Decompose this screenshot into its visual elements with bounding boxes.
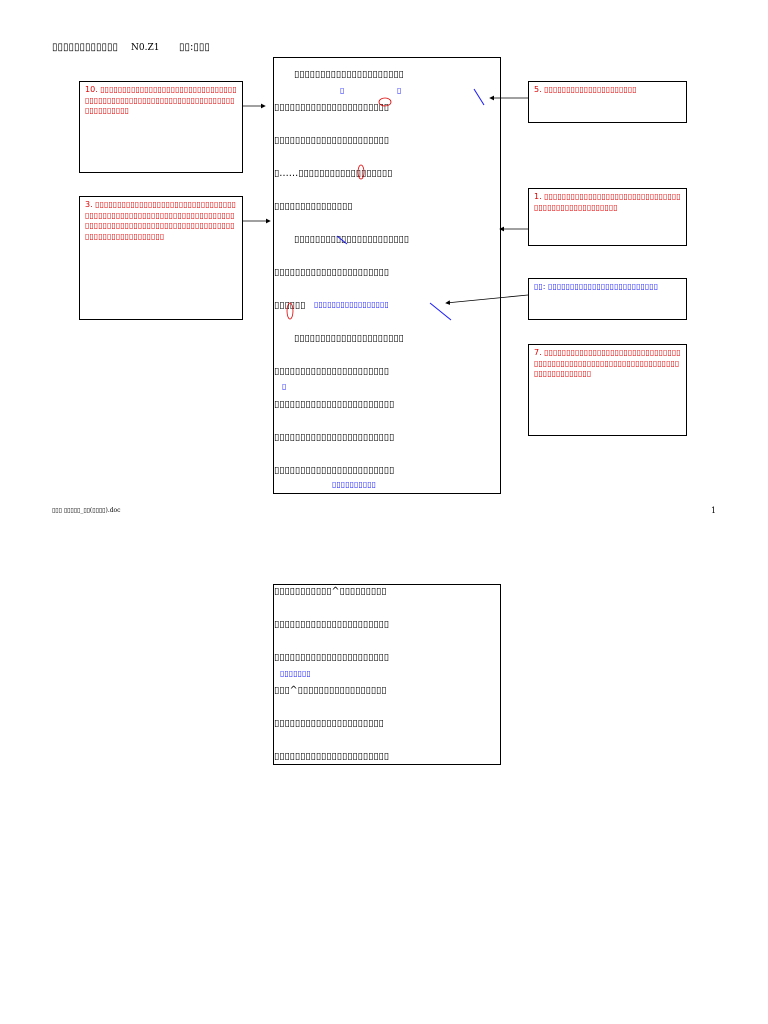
circle-mark-2	[357, 164, 365, 180]
page2-line-4: ▯▯▯^▯▯▯▯▯▯▯▯▯▯▯▯▯▯▯▯▯	[274, 685, 387, 696]
comment-box-1[interactable]: 1. ▯▯▯▯▯▯▯▯▯▯▯▯▯▯▯▯▯▯▯▯▯▯▯▯▯▯▯▯▯▯▯▯▯▯▯▯▯…	[528, 188, 687, 246]
insert-mark-a: ▯	[340, 86, 345, 95]
text-line-13: ▯▯▯▯▯▯▯▯▯▯▯▯▯▯▯▯▯▯▯▯▯▯▯	[274, 465, 395, 476]
arrow-comment-blue	[445, 294, 529, 306]
page2-line-3: ▯▯▯▯▯▯▯▯▯▯▯▯▯▯▯▯▯▯▯▯▯▯	[274, 652, 390, 663]
circle-mark-3	[286, 302, 294, 320]
text-line-12: ▯▯▯▯▯▯▯▯▯▯▯▯▯▯▯▯▯▯▯▯▯▯▯	[274, 432, 395, 443]
text-line-6: ▯▯▯▯▯▯▯▯▯▯▯▯▯▯▯▯▯▯▯▯▯▯	[294, 234, 410, 245]
text-line-10: ▯▯▯▯▯▯▯▯▯▯▯▯▯▯▯▯▯▯▯▯▯▯	[274, 366, 390, 377]
comment-box-10[interactable]: 10. ▯▯▯▯▯▯▯▯▯▯▯▯▯▯▯▯▯▯▯▯▯▯▯▯▯▯▯▯▯▯▯▯▯▯▯▯…	[79, 81, 243, 173]
text-line-1: ▯▯▯▯▯▯▯▯▯▯▯▯▯▯▯▯▯▯▯▯▯	[294, 69, 404, 80]
text-line-9: ▯▯▯▯▯▯▯▯▯▯▯▯▯▯▯▯▯▯▯▯▯	[294, 333, 404, 344]
text-line-7: ▯▯▯▯▯▯▯▯▯▯▯▯▯▯▯▯▯▯▯▯▯▯	[274, 267, 390, 278]
comment-box-5[interactable]: 5. ▯▯▯▯▯▯▯▯▯▯▯▯▯▯▯▯▯▯▯▯▯	[528, 81, 687, 123]
text-line-5: ▯▯▯▯▯▯▯▯▯▯▯▯▯▯▯	[274, 201, 353, 212]
circle-mark-1	[378, 97, 392, 107]
comment-box-7[interactable]: 7. ▯▯▯▯▯▯▯▯▯▯▯▯▯▯▯▯▯▯▯▯▯▯▯▯▯▯▯▯▯▯▯▯▯▯▯▯▯…	[528, 344, 687, 436]
strike-mark-1	[473, 88, 485, 106]
page2-line-1: ▯▯▯▯▯▯▯▯▯▯▯^▯▯▯▯▯▯▯▯▯	[274, 586, 387, 597]
page2-line-2: ▯▯▯▯▯▯▯▯▯▯▯▯▯▯▯▯▯▯▯▯▯▯	[274, 619, 390, 630]
doc-header-name: ▯▯:▯▯▯	[179, 42, 210, 53]
doc-header-number: N0.Z1	[131, 43, 160, 53]
footer-filename: ▯▯▯ ▯▯▯▯▯_▯▯(▯▯▯▯).doc	[52, 507, 121, 514]
insert-mark-c: ▯	[282, 382, 287, 391]
strike-mark-3	[336, 235, 348, 245]
comment-box-blue[interactable]: ▯▯: ▯▯▯▯▯▯▯▯▯▯▯▯▯▯▯▯▯▯▯▯▯▯▯▯▯	[528, 278, 687, 320]
comment-box-3[interactable]: 3. ▯▯▯▯▯▯▯▯▯▯▯▯▯▯▯▯▯▯▯▯▯▯▯▯▯▯▯▯▯▯▯▯▯▯▯▯▯…	[79, 196, 243, 320]
text-line-2: ▯▯▯▯▯▯▯▯▯▯▯▯▯▯▯▯▯▯▯▯▯▯	[274, 102, 390, 113]
text-line-4: ▯……▯▯▯▯▯▯▯▯▯▯▯▯▯▯▯▯▯▯	[274, 168, 393, 179]
page2-text-column	[273, 584, 501, 765]
inline-insert-text: ▯▯▯▯▯▯▯▯▯▯▯▯▯▯▯▯▯	[314, 300, 389, 309]
bottom-insert-text: ▯▯▯▯▯▯▯▯▯▯	[332, 480, 377, 489]
main-text-column	[273, 57, 501, 494]
footer-page-number: 1	[711, 506, 717, 515]
text-line-11: ▯▯▯▯▯▯▯▯▯▯▯▯▯▯▯▯▯▯▯▯▯▯▯	[274, 399, 395, 410]
page2-line-6: ▯▯▯▯▯▯▯▯▯▯▯▯▯▯▯▯▯▯▯▯▯▯	[274, 751, 390, 762]
insert-mark-b: ▯	[397, 86, 402, 95]
doc-header-title: ▯▯▯▯▯▯▯▯▯▯▯▯	[52, 42, 119, 53]
text-line-8: ▯▯▯▯▯▯	[274, 300, 306, 311]
strike-mark-2	[429, 302, 452, 321]
text-line-3: ▯▯▯▯▯▯▯▯▯▯▯▯▯▯▯▯▯▯▯▯▯▯	[274, 135, 390, 146]
page2-line-5: ▯▯▯▯▯▯▯▯▯▯▯▯▯▯▯▯▯▯▯▯▯	[274, 718, 384, 729]
page2-blue-insert: ▯▯▯▯▯▯▯	[280, 669, 311, 678]
